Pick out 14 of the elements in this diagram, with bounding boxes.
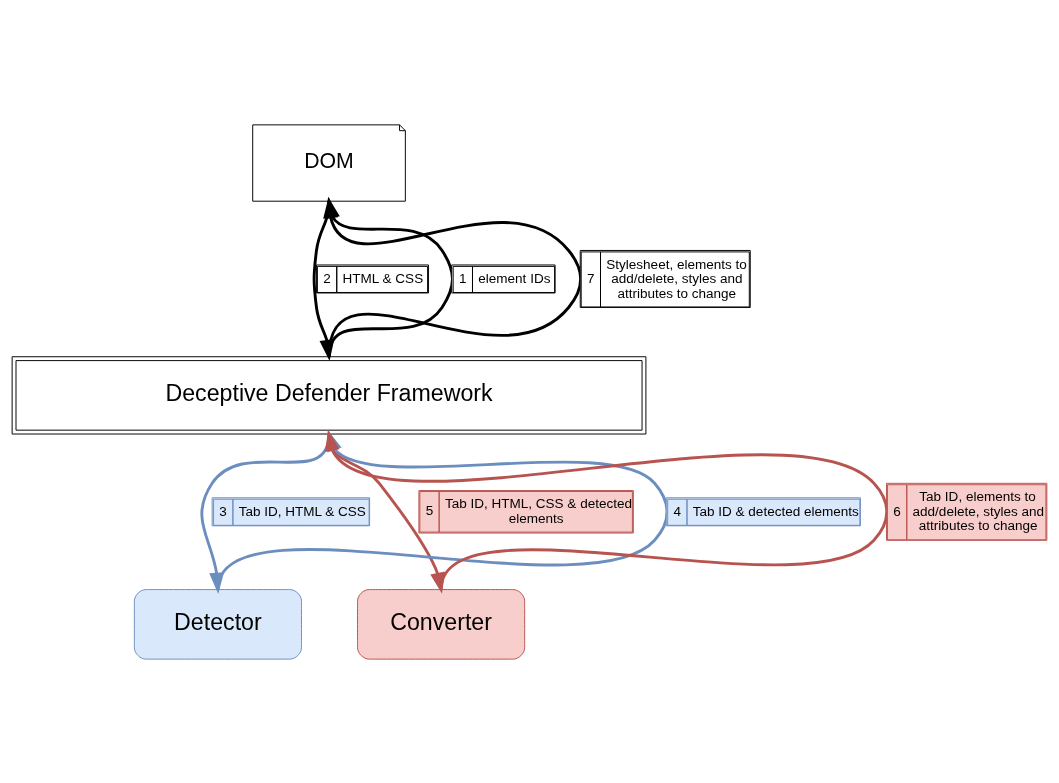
label: 7	[586, 270, 595, 286]
label: 1	[458, 270, 467, 286]
edge-label: Stylesheet, elements to add/delete, styles and attributes to change	[606, 256, 747, 301]
label: 3	[219, 503, 227, 519]
label: 2	[323, 270, 331, 286]
label: 4	[673, 503, 681, 519]
label: 5	[425, 502, 434, 518]
edge-label: Tab ID, elements to add/delete, styles and attributes to change	[912, 488, 1045, 533]
edge-label: Tab ID, HTML & CSS	[238, 503, 366, 519]
edge-label: Tab ID, HTML, CSS & detected elements	[444, 495, 633, 526]
edge-label: element IDs	[478, 270, 551, 286]
edge-label: HTML & CSS	[342, 270, 424, 286]
label: 6	[893, 503, 901, 519]
edge-label: Tab ID & detected elements	[692, 503, 859, 519]
